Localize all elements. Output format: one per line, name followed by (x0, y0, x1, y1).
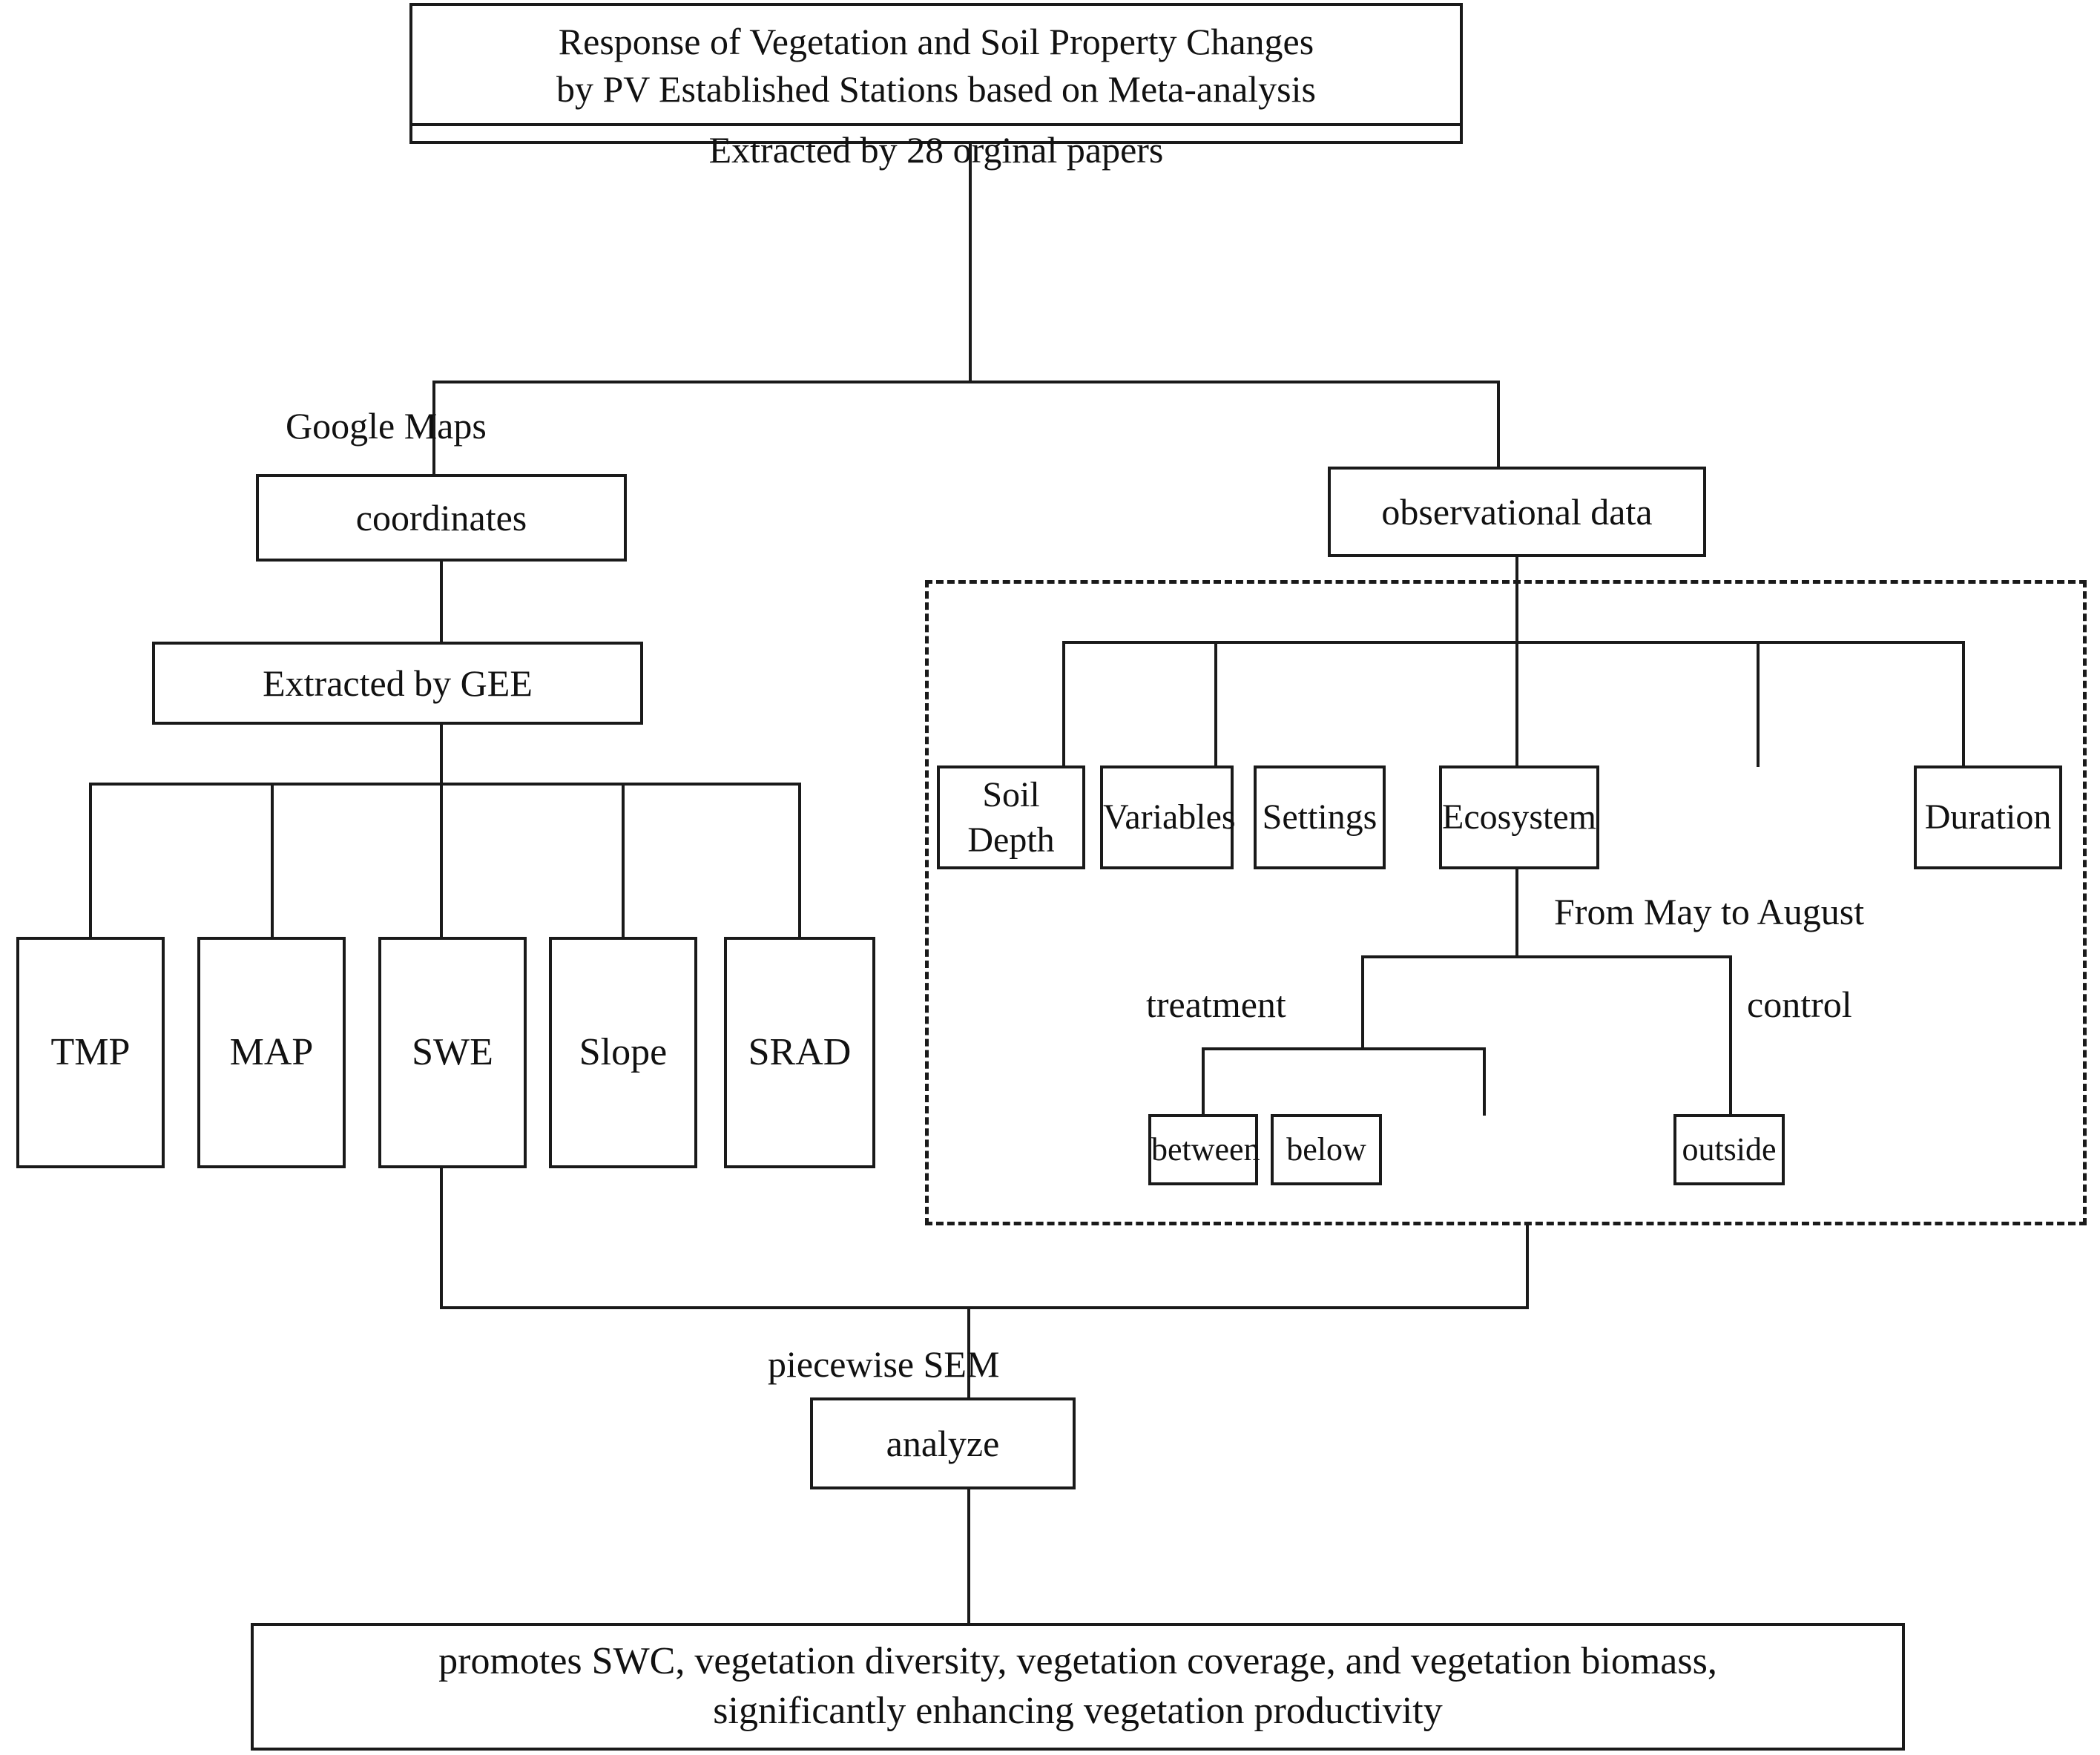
variable-label: SRAD (748, 1030, 852, 1073)
connector-variable-4 (798, 783, 801, 940)
connector-control-down (1729, 955, 1732, 1116)
observational-data-box: observational data (1328, 467, 1706, 557)
variable-label: MAP (229, 1030, 314, 1073)
connector-treatment-children-bus-right (1324, 1047, 1486, 1050)
variable-label: SWE (412, 1030, 493, 1073)
variable-box-swe: SWE (378, 937, 527, 1168)
conclusion-text: promotes SWC, vegetation diversity, vege… (254, 1637, 1902, 1736)
connector-categories-bus (1062, 641, 1965, 644)
title-box: Response of Vegetation and Soil Property… (409, 3, 1463, 171)
connector-variable-2 (440, 783, 443, 940)
connector-title-down (969, 144, 972, 383)
connector-between-down (1202, 1047, 1205, 1116)
connector-below-down (1483, 1047, 1486, 1116)
edge-label-google-maps: Google Maps (286, 405, 487, 447)
category-label: Settings (1262, 797, 1377, 837)
connector-category-1 (1214, 641, 1217, 767)
title-subtitle: Extracted by 28 orginal papers (708, 129, 1164, 171)
connector-variable-3 (622, 783, 625, 940)
connector-split-left (432, 381, 435, 477)
category-box-ecosystem: Ecosystem (1439, 765, 1599, 869)
title-heading-line2: by PV Established Stations based on Meta… (556, 68, 1316, 110)
category-label: Soil Depth (967, 774, 1055, 860)
connector-category-0 (1062, 641, 1065, 767)
gee-box: Extracted by GEE (152, 642, 643, 725)
analyze-box: analyze (810, 1397, 1076, 1489)
observational-group-frame (925, 580, 2087, 1225)
conclusion-line1: promotes SWC, vegetation diversity, vege… (438, 1640, 1717, 1683)
settings-child-label: outside (1682, 1130, 1777, 1168)
category-box-soil-depth: Soil Depth (937, 765, 1085, 869)
connector-category-4 (1962, 641, 1965, 767)
connector-bottom-to-analyze (967, 1306, 970, 1429)
connector-swe-down (440, 1168, 443, 1309)
category-box-variables: Variables (1100, 765, 1236, 869)
settings-child-label: below (1286, 1130, 1366, 1168)
title-heading: Response of Vegetation and Soil Property… (412, 6, 1460, 126)
variable-box-slope: Slope (549, 937, 697, 1168)
duration-note-label: From May to August (1554, 891, 1865, 932)
connector-right-branch-down (1526, 1225, 1529, 1309)
coordinates-box: coordinates (256, 474, 627, 562)
connector-category-3 (1757, 641, 1760, 767)
connector-coordinates-to-gee (440, 562, 443, 643)
treatment-label: treatment (1146, 984, 1286, 1025)
connector-observational-down (1515, 557, 1518, 644)
connector-variable-1 (271, 783, 274, 940)
variable-box-srad: SRAD (724, 937, 875, 1168)
settings-child-box-between: between (1148, 1114, 1260, 1185)
method-label-piecewise-sem: piecewise SEM (768, 1343, 1000, 1385)
connector-variables-bus (89, 783, 801, 786)
settings-child-box-below: below (1271, 1114, 1382, 1185)
connector-analyze-to-conclusion (967, 1489, 970, 1624)
connector-split-bus (432, 381, 1500, 383)
variable-box-map: MAP (197, 937, 346, 1168)
variable-label: TMP (50, 1030, 131, 1073)
category-label: Variables (1103, 797, 1236, 837)
title-heading-line1: Response of Vegetation and Soil Property… (558, 21, 1314, 62)
connector-treatment-children-bus (1202, 1047, 1324, 1050)
category-label: Duration (1924, 797, 2052, 837)
connector-variable-0 (89, 783, 92, 940)
variable-label: Slope (579, 1030, 668, 1073)
settings-child-box-outside: outside (1673, 1114, 1785, 1185)
connector-settings-down (1515, 869, 1518, 957)
category-box-duration: Duration (1914, 765, 2062, 869)
control-label: control (1747, 984, 1852, 1025)
connector-gee-down (440, 725, 443, 784)
analyze-box-label: analyze (886, 1423, 1000, 1464)
gee-box-label: Extracted by GEE (263, 662, 533, 704)
connector-treatment-control-bus (1361, 955, 1732, 958)
settings-child-label: between (1151, 1130, 1260, 1168)
category-label: Ecosystem (1442, 797, 1596, 837)
category-box-settings: Settings (1254, 765, 1386, 869)
connector-category-2 (1515, 641, 1518, 767)
connector-split-right (1497, 381, 1500, 468)
connector-treatment-down (1361, 955, 1364, 1050)
conclusion-box: promotes SWC, vegetation diversity, vege… (251, 1623, 1905, 1751)
variable-box-tmp: TMP (16, 937, 165, 1168)
observational-data-label: observational data (1381, 491, 1653, 533)
conclusion-line2: significantly enhancing vegetation produ… (713, 1690, 1443, 1732)
connector-bottom-bus (440, 1306, 1529, 1309)
coordinates-box-label: coordinates (355, 497, 527, 539)
